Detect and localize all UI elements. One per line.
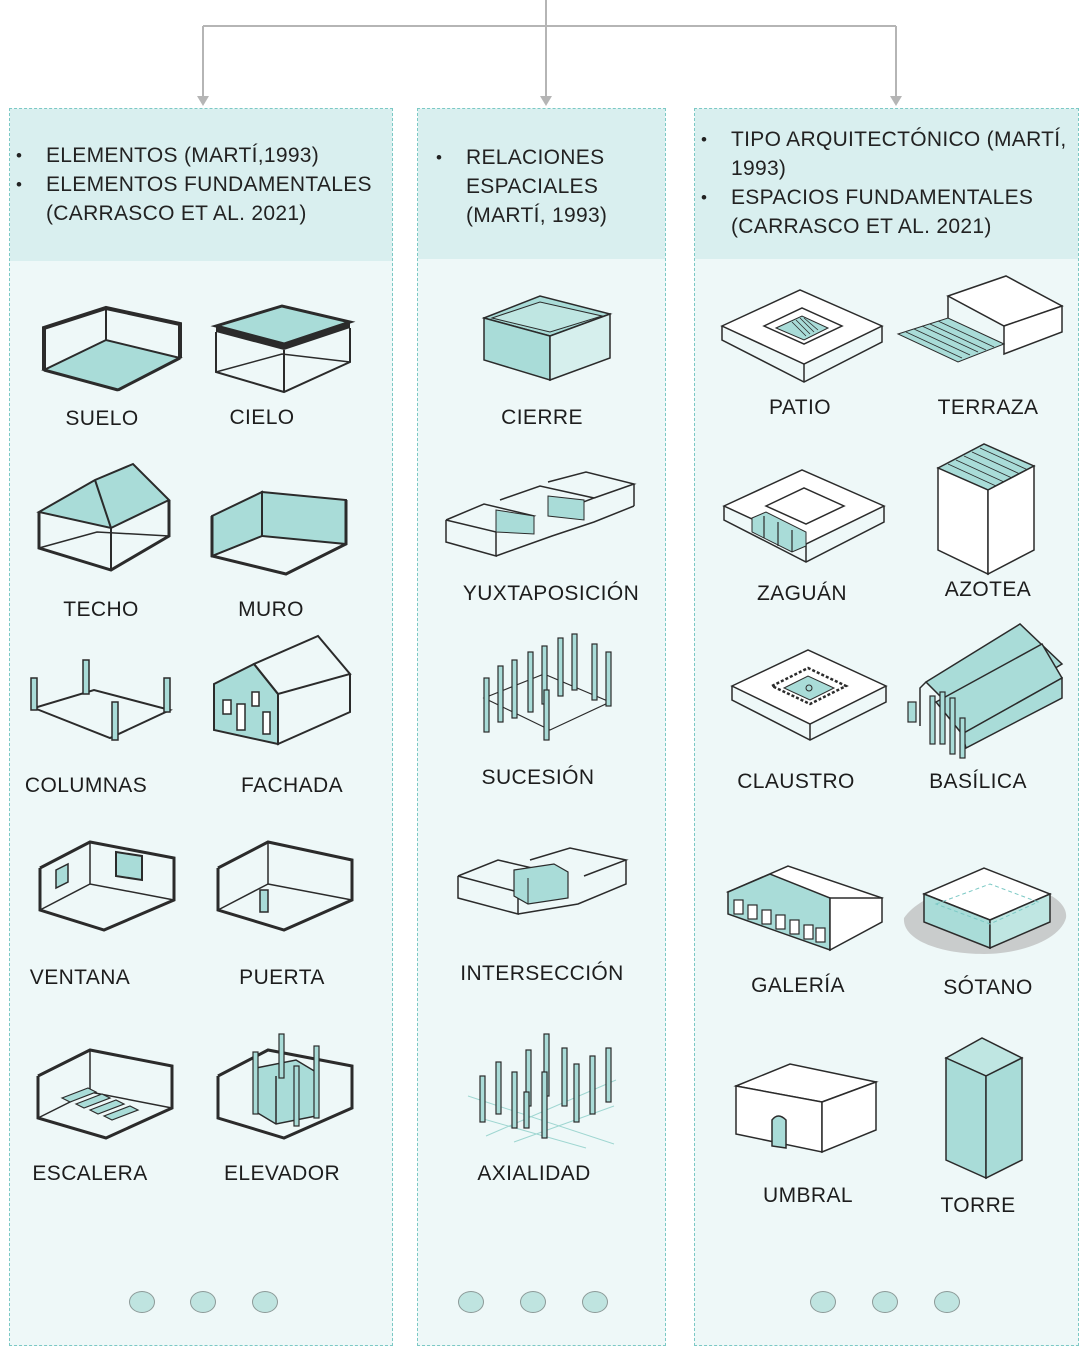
item-label: VENTANA — [29, 966, 131, 989]
pagination-dot[interactable] — [582, 1291, 608, 1313]
item-label: ZAGUÁN — [757, 582, 847, 605]
columns-icon — [30, 659, 173, 741]
item-label: BASÍLICA — [929, 770, 1027, 793]
item-label: UMBRAL — [763, 1184, 853, 1207]
elevator-box-icon — [216, 1033, 354, 1140]
item-label: INTERSECCIÓN — [460, 962, 624, 985]
window-box-icon — [38, 840, 176, 932]
pagination-dot[interactable] — [810, 1291, 836, 1313]
item-label: AZOTEA — [944, 578, 1032, 601]
cloister-icon — [730, 649, 888, 741]
facade-house-icon — [213, 634, 352, 746]
pagination-dot[interactable] — [520, 1291, 546, 1313]
item-label: CIELO — [229, 406, 295, 429]
threshold-icon — [733, 1063, 879, 1154]
column-elementos: ELEMENTOS (MARTÍ,1993) ELEMENTOS FUNDAME… — [9, 108, 393, 1346]
stairs-box-icon — [36, 1048, 174, 1140]
pagination-dot[interactable] — [129, 1291, 155, 1313]
column-header: ELEMENTOS (MARTÍ,1993) ELEMENTOS FUNDAME… — [10, 109, 392, 261]
item-label: TORRE — [940, 1194, 1016, 1217]
item-label: TECHO — [63, 598, 139, 621]
item-label: SUELO — [65, 407, 139, 430]
item-label: TERRAZA — [937, 396, 1039, 419]
item-label: GALERÍA — [751, 974, 845, 997]
juxtaposition-icon — [445, 471, 637, 557]
basilica-icon — [907, 623, 1064, 759]
column-header: RELACIONES ESPACIALES (MARTÍ, 1993) — [418, 109, 665, 259]
wall-box-icon — [210, 490, 348, 576]
basement-icon — [903, 867, 1067, 954]
pagination-dot[interactable] — [934, 1291, 960, 1313]
item-label: FACHADA — [241, 774, 343, 797]
item-label: CIERRE — [501, 406, 583, 429]
item-label: PUERTA — [239, 966, 325, 989]
bullet-list: ELEMENTOS (MARTÍ,1993) ELEMENTOS FUNDAME… — [10, 141, 394, 228]
hallway-icon — [722, 469, 886, 563]
bullet-item: ESPACIOS FUNDAMENTALES (CARRASCO ET AL. … — [695, 183, 1067, 241]
bullet-item: ELEMENTOS (MARTÍ,1993) — [10, 141, 394, 170]
axiality-icon — [467, 1033, 617, 1149]
item-label: COLUMNAS — [24, 774, 148, 797]
ceiling-box-icon — [210, 304, 356, 394]
intersection-icon — [457, 847, 629, 915]
item-label: YUXTAPOSICIÓN — [462, 582, 640, 605]
bullet-list: RELACIONES ESPACIALES (MARTÍ, 1993) — [430, 143, 660, 230]
floor-box-icon — [41, 305, 183, 392]
pitched-roof-icon — [36, 462, 171, 572]
pagination-dot[interactable] — [458, 1291, 484, 1313]
bullet-item: RELACIONES ESPACIALES (MARTÍ, 1993) — [430, 143, 660, 230]
tower-icon — [944, 1037, 1024, 1180]
roof-terrace-icon — [936, 443, 1036, 576]
bullet-item: ELEMENTOS FUNDAMENTALES (CARRASCO ET AL.… — [10, 170, 394, 228]
pagination-dot[interactable] — [872, 1291, 898, 1313]
bullet-list: TIPO ARQUITECTÓNICO (MARTÍ, 1993) ESPACI… — [695, 125, 1067, 241]
gallery-icon — [725, 865, 885, 952]
patio-icon — [720, 289, 884, 383]
item-label: ESCALERA — [32, 1162, 148, 1185]
item-label: PATIO — [769, 396, 831, 419]
item-label: SÓTANO — [943, 976, 1033, 999]
connector-arrows — [197, 0, 902, 106]
item-label: AXIALIDAD — [477, 1162, 591, 1185]
item-label: SUCESIÓN — [481, 766, 595, 789]
bullet-item: TIPO ARQUITECTÓNICO (MARTÍ, 1993) — [695, 125, 1067, 183]
item-label: ELEVADOR — [223, 1162, 341, 1185]
succession-icon — [482, 633, 612, 741]
door-box-icon — [216, 840, 354, 932]
terrace-icon — [896, 275, 1064, 363]
item-label: CLAUSTRO — [737, 770, 855, 793]
column-header: TIPO ARQUITECTÓNICO (MARTÍ, 1993) ESPACI… — [695, 109, 1078, 259]
item-label: MURO — [238, 598, 304, 621]
enclosure-icon — [481, 295, 613, 382]
pagination-dot[interactable] — [190, 1291, 216, 1313]
pagination-dot[interactable] — [252, 1291, 278, 1313]
